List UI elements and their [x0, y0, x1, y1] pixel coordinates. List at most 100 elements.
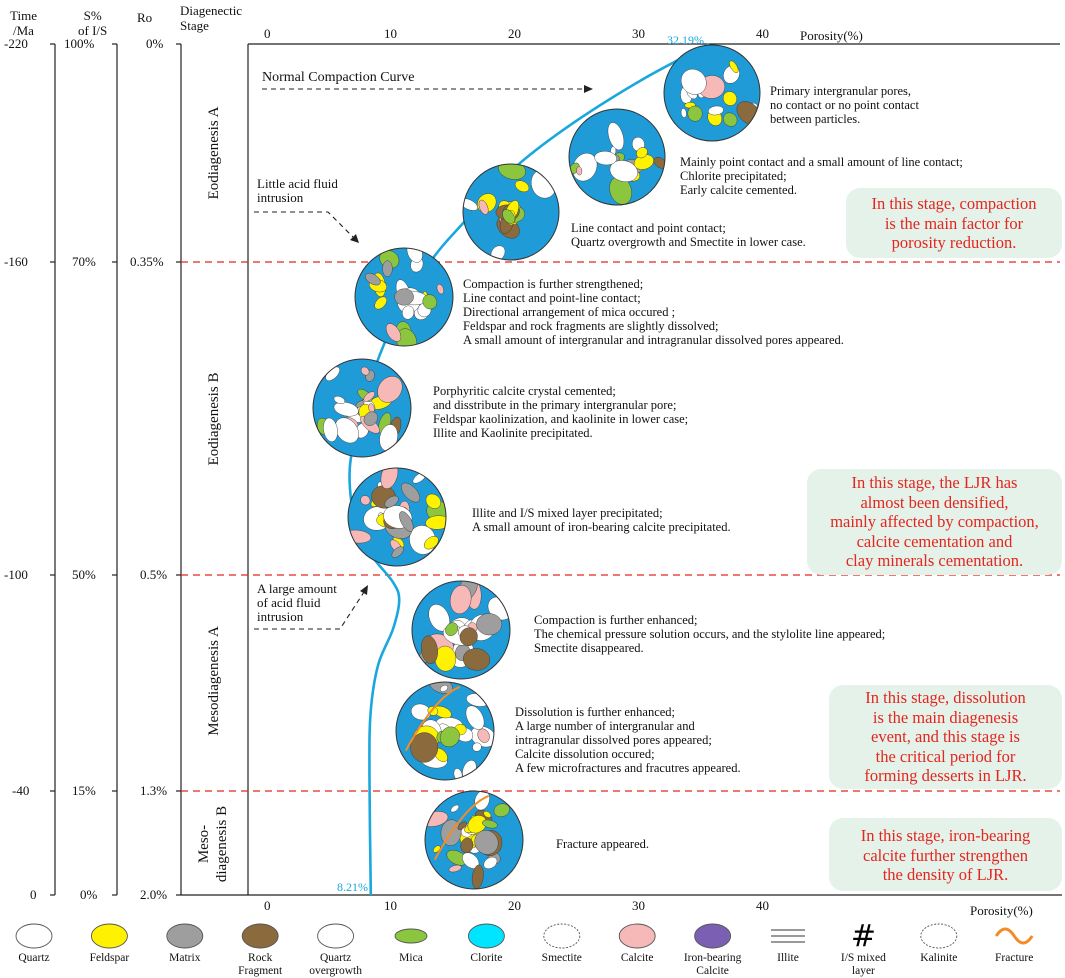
clorite-icon	[467, 923, 505, 949]
thin-section-images	[312, 44, 761, 890]
quartz-icon	[15, 923, 53, 949]
normal-compaction-label: Normal Compaction Curve	[262, 70, 415, 85]
curve-end-label: 8.21%	[337, 880, 368, 894]
little-acid-label: Little acid fluid intrusion	[257, 176, 338, 205]
matrix-icon	[166, 923, 204, 949]
porosity-bottom-label: Porosity(%)	[970, 903, 1033, 918]
porosity-top-tick: 10	[384, 26, 397, 41]
legend-label: Kalinite	[920, 952, 958, 964]
legend-label: Fracture	[995, 952, 1034, 964]
si-tick: 0%	[80, 887, 98, 902]
porosity-bottom-tick: 40	[756, 898, 769, 913]
kalinite-icon	[920, 923, 958, 949]
legend-label: Illite	[777, 952, 799, 964]
svg-text:#: #	[851, 919, 876, 954]
mica-icon	[394, 928, 428, 944]
time-tick: 0	[30, 887, 37, 902]
stage-boundaries	[181, 261, 1060, 792]
ro-tick: 1.3%	[140, 783, 168, 798]
stage-mesodiagenesis-a: Mesodiagenesis A	[206, 626, 222, 736]
stage-mesodiagenesis-b: Meso- diagenesis B	[196, 805, 230, 883]
calcite-icon	[618, 923, 656, 949]
si-tick: 100%	[64, 36, 95, 51]
annotation-arrows	[254, 88, 585, 630]
porosity-bottom-tick: 30	[632, 898, 645, 913]
legend-label: Quartz	[18, 952, 50, 964]
legend-label: Clorite	[470, 952, 503, 964]
thin-section-circle-9	[424, 790, 524, 890]
description-3: Line contact and point contact; Quartz o…	[571, 221, 806, 249]
thin-section-circle-5	[312, 358, 412, 458]
porosity-top-tick: 40	[756, 26, 769, 41]
thin-section-circle-4	[354, 247, 454, 347]
curve-start-label: 32.19%	[667, 33, 704, 47]
porosity-top-label: Porosity(%)	[800, 28, 863, 43]
smectite-icon	[543, 923, 581, 949]
large-acid-label: A large amount of acid fluid intrusion	[257, 581, 337, 624]
legend-label: I/S mixed layer	[840, 952, 886, 977]
legend-label: Calcite	[620, 952, 654, 964]
quartz-overgrowth-icon	[317, 923, 355, 949]
legend-label: Feldspar	[89, 952, 130, 964]
legend-label: Quartz overgrowth	[309, 952, 362, 977]
ro-tick: 2.0%	[140, 887, 168, 902]
note-eodiagenesis-b: In this stage, the LJR has almost been d…	[807, 469, 1062, 575]
description-2: Mainly point contact and a small amount …	[680, 155, 963, 197]
thin-section-circle-8	[395, 681, 495, 781]
time-tick: -220	[4, 36, 28, 51]
note-mesodiagenesis-b: In this stage, iron-bearing calcite furt…	[829, 818, 1062, 891]
legend-label: Matrix	[169, 952, 201, 964]
porosity-top-tick: 20	[508, 26, 521, 41]
porosity-bottom-tick: 10	[384, 898, 397, 913]
legend-icons: #	[15, 919, 1034, 954]
legend-label: Rock Fragment	[238, 952, 283, 977]
stage-eodiagenesis-b: Eodiagenesis B	[206, 372, 222, 466]
stage-header: Diagenectic Stage	[180, 3, 243, 33]
note-eodiagenesis-a: In this stage, compaction is the main fa…	[846, 188, 1062, 258]
ro-tick: 0%	[146, 36, 164, 51]
si-header: S% of I/S	[78, 8, 108, 38]
little-acid-arrow	[254, 211, 357, 241]
legend-label: Iron-bearing Calcite	[683, 952, 742, 977]
thin-section-circle-7	[411, 580, 511, 680]
iron-calcite-icon	[694, 923, 732, 949]
time-header: Time /Ma	[10, 8, 37, 38]
feldspar-icon	[90, 923, 128, 949]
time-tick: -40	[12, 783, 30, 798]
ro-tick: 0.35%	[130, 254, 164, 269]
porosity-top-tick: 0	[264, 26, 271, 41]
description-5: Porphyritic calcite crystal cemented; an…	[433, 384, 689, 440]
description-7: Compaction is further enhanced; The chem…	[534, 613, 886, 655]
note-mesodiagenesis-a: In this stage, dissolution is the main d…	[829, 685, 1062, 789]
porosity-bottom-tick: 20	[508, 898, 521, 913]
description-1: Primary intergranular pores, no contact …	[770, 84, 919, 126]
thin-section-circle-6	[347, 467, 447, 567]
fracture-icon	[994, 927, 1034, 945]
legend-label: Mica	[399, 952, 423, 964]
ro-tick: 0.5%	[140, 567, 168, 582]
thin-section-circle-3	[462, 163, 560, 261]
description-6: Illite and I/S mixed layer precipitated;…	[472, 506, 731, 534]
description-9: Fracture appeared.	[556, 837, 649, 851]
large-acid-arrow	[254, 591, 365, 630]
ro-header: Ro	[137, 10, 153, 25]
si-tick: 70%	[72, 254, 96, 269]
is-mixed-layer-icon: #	[851, 919, 876, 954]
stage-eodiagenesis-a: Eodiagenesis A	[206, 106, 222, 200]
description-4: Compaction is further strengthened; Line…	[463, 277, 844, 347]
porosity-bottom-tick: 0	[264, 898, 271, 913]
rock-fragment-icon	[241, 923, 279, 949]
thin-section-circle-2	[568, 108, 666, 206]
time-tick: -100	[4, 567, 28, 582]
arrow-heads	[350, 85, 593, 595]
porosity-top-tick: 30	[632, 26, 645, 41]
thin-section-circle-1	[663, 44, 761, 142]
illite-icon	[771, 929, 805, 943]
si-tick: 50%	[72, 567, 96, 582]
left-axis-ticks	[50, 43, 181, 896]
si-tick: 15%	[72, 783, 96, 798]
description-8: Dissolution is further enhanced; A large…	[515, 705, 741, 775]
time-tick: -160	[4, 254, 28, 269]
